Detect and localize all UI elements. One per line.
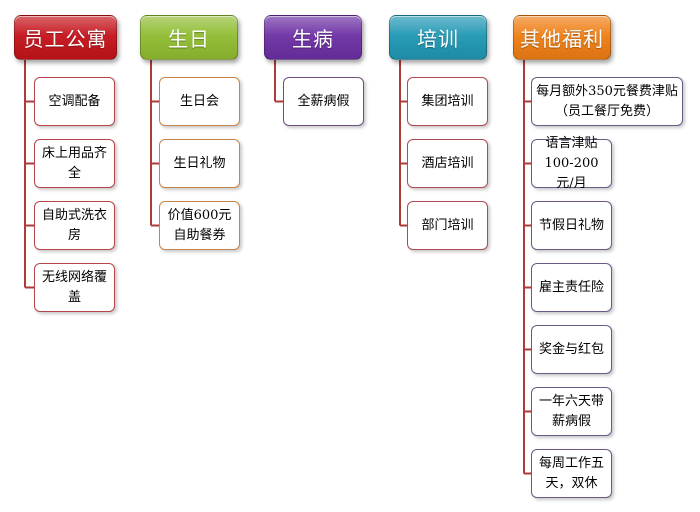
benefit-label: 价值600元自助餐券: [167, 207, 232, 243]
benefit-label: 自助式洗衣房: [41, 207, 107, 243]
benefit-label: 无线网络覆盖: [41, 269, 107, 305]
benefit-item: 价值600元自助餐券: [159, 201, 240, 250]
category-header-apartment: 员工公寓: [14, 15, 117, 60]
category-header-sick: 生病: [264, 15, 362, 60]
benefit-label: 生日礼物: [173, 155, 226, 171]
benefit-label: 每月额外350元餐费津贴（员工餐厅免费）: [536, 83, 678, 119]
benefit-label: 一年六天带薪病假: [538, 393, 604, 429]
benefit-label: 部门培训: [421, 217, 474, 233]
benefit-label: 奖金与红包: [538, 341, 604, 357]
benefit-item: 无线网络覆盖: [34, 263, 115, 312]
benefit-item: 空调配备: [34, 77, 115, 126]
benefit-item: 生日礼物: [159, 139, 240, 188]
category-title: 其他福利: [520, 27, 604, 51]
benefit-label: 语言津贴100-200元/月: [544, 135, 599, 191]
benefit-item: 雇主责任险: [531, 263, 612, 312]
category-header-training: 培训: [389, 15, 487, 60]
benefit-item: 节假日礼物: [531, 201, 612, 250]
benefit-item: 部门培训: [407, 201, 488, 250]
benefit-label: 每周工作五天，双休: [538, 455, 604, 491]
benefit-item: 酒店培训: [407, 139, 488, 188]
benefit-label: 节假日礼物: [538, 217, 604, 233]
benefit-item: 每周工作五天，双休: [531, 449, 612, 498]
category-title: 生病: [292, 27, 334, 51]
category-header-birthday: 生日: [140, 15, 238, 60]
benefit-item: 全薪病假: [283, 77, 364, 126]
benefit-label: 酒店培训: [421, 155, 474, 171]
category-title: 员工公寓: [23, 27, 108, 51]
benefit-item: 奖金与红包: [531, 325, 612, 374]
benefit-label: 集团培训: [421, 93, 474, 109]
benefit-label: 空调配备: [48, 93, 101, 109]
category-header-other: 其他福利: [513, 15, 611, 60]
benefit-item: 每月额外350元餐费津贴（员工餐厅免费）: [531, 77, 683, 126]
category-title: 生日: [168, 27, 210, 51]
category-title: 培训: [417, 27, 459, 51]
benefit-label: 床上用品齐全: [41, 145, 107, 181]
benefit-label: 生日会: [179, 93, 219, 109]
benefit-item: 生日会: [159, 77, 240, 126]
benefit-label: 雇主责任险: [538, 279, 604, 295]
benefit-item: 集团培训: [407, 77, 488, 126]
benefit-item: 一年六天带薪病假: [531, 387, 612, 436]
benefit-item: 自助式洗衣房: [34, 201, 115, 250]
benefit-item: 语言津贴100-200元/月: [531, 136, 612, 191]
benefit-item: 床上用品齐全: [34, 139, 115, 188]
benefit-label: 全薪病假: [297, 93, 350, 109]
